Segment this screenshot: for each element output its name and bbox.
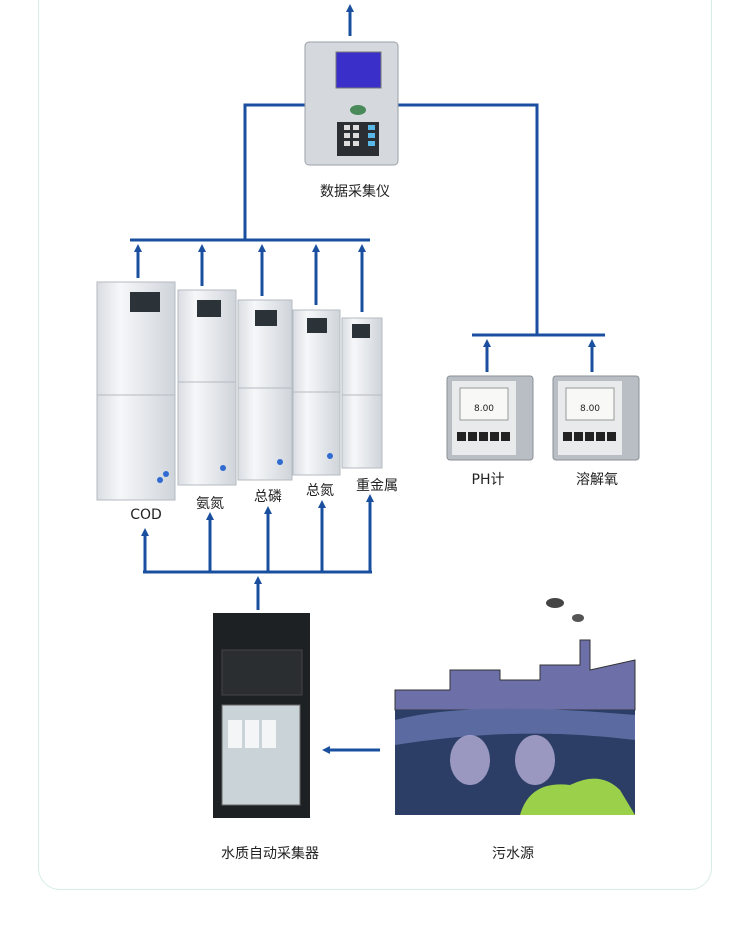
analyzer-label-ammonia: 氨氮 <box>196 496 224 512</box>
data-logger-device-icon <box>304 41 399 166</box>
analyzer-label-nitrogen: 总氮 <box>306 483 334 499</box>
data-logger-label: 数据采集仪 <box>320 184 390 200</box>
phosphorus-analyzer-icon <box>237 299 293 481</box>
analyzer-cabinets <box>96 281 383 501</box>
do-reading: 8.00 <box>579 404 601 414</box>
ammonia-analyzer-icon <box>177 289 237 486</box>
analyzer-label-cod: COD <box>130 507 162 523</box>
analyzer-label-heavy-metal: 重金属 <box>356 478 398 494</box>
do-meter-label: 溶解氧 <box>576 472 618 488</box>
sewage-source-label: 污水源 <box>492 846 534 862</box>
sampler-label: 水质自动采集器 <box>221 846 319 862</box>
ph-reading: 8.00 <box>473 404 495 414</box>
factory-sewage-illustration-icon <box>394 598 636 815</box>
dissolved-oxygen-meter-icon <box>552 375 640 461</box>
ph-meter-icon <box>446 375 534 461</box>
cod-analyzer-icon <box>96 281 176 501</box>
analyzer-label-phosphorus: 总磷 <box>254 489 282 505</box>
connectors <box>130 4 605 754</box>
heavy-metal-analyzer-icon <box>341 317 383 469</box>
nitrogen-analyzer-icon <box>292 309 341 476</box>
ph-meter-label: PH计 <box>471 472 505 488</box>
water-sampler-icon <box>213 613 310 818</box>
